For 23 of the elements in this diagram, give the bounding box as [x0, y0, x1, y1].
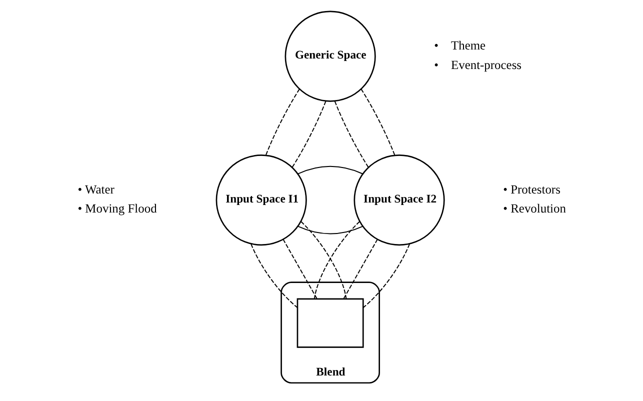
connector: [296, 166, 362, 174]
node-circle: Generic Space: [284, 10, 376, 102]
connector: [300, 221, 346, 300]
connector: [296, 226, 362, 234]
connector: [313, 221, 360, 300]
node-label: • Event-process: [434, 58, 522, 72]
connector: [282, 238, 318, 300]
connector: [342, 238, 378, 300]
node-circle: Input Space I2: [353, 154, 444, 246]
connector: [264, 88, 300, 156]
node-circle: Input Space I1: [215, 154, 306, 246]
connector: [250, 244, 298, 308]
node-label: • Theme: [434, 38, 486, 53]
cluster: Blend: [280, 282, 380, 384]
node-label: • Revolution: [502, 202, 566, 216]
node-box: [296, 298, 364, 348]
connector: [360, 88, 395, 156]
connector: [291, 100, 326, 168]
connector: [334, 100, 368, 168]
connector: [362, 244, 410, 308]
node-label: • Water: [77, 182, 114, 196]
node-label: • Moving Flood: [77, 202, 156, 216]
node-label: • Protestors: [502, 182, 560, 196]
